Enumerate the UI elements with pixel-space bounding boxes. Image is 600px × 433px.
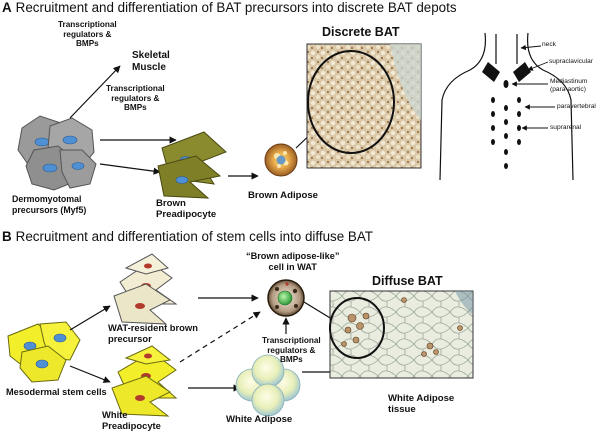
white-preadipocyte-cells (111, 345, 178, 417)
arrow-to-skeletal-muscle (69, 65, 121, 119)
bat-depot-marks (482, 62, 531, 169)
anatomy-supraclavicular-label: supraclavicular (549, 58, 593, 65)
brown-preadipocyte-cells (157, 131, 227, 199)
brown-like-label: “Brown adipose-like” cell in WAT (246, 251, 340, 272)
white-adipose-cells (235, 354, 301, 417)
discrete-bat-micrograph (306, 43, 422, 169)
transcriptional-top-label: Transcriptional regulators & BMPs (58, 20, 117, 48)
transcriptional-mid-label: Transcriptional regulators & BMPs (106, 84, 165, 112)
brown-like-cell (267, 279, 305, 317)
anatomy-suprarenal-label: suprarenal (550, 124, 582, 131)
anatomy-pointers (511, 44, 555, 131)
wat-resident-label: WAT-resident brown precursor (108, 322, 198, 344)
brown-adipose-label: Brown Adipose (248, 190, 318, 201)
wat-resident-precursor-cells (113, 253, 178, 325)
dermomyotomal-cells (17, 115, 97, 191)
panel-a-title: Recruitment and differentiation of BAT p… (15, 0, 457, 15)
white-adipose-label: White Adipose (226, 414, 293, 425)
brown-preadipocyte-label: Brown Preadipocyte (156, 198, 217, 220)
white-preadipocyte-label: White Preadipocyte (102, 409, 161, 431)
diffuse-bat-micrograph (329, 290, 474, 379)
anatomy-paravertebral-label: paravertebral (557, 103, 596, 110)
brown-adipose-cell (264, 143, 298, 177)
mesodermal-label: Mesodermal stem cells (6, 387, 107, 397)
body-anatomy (439, 32, 574, 181)
dashed-arrow-to-brown-like (179, 311, 261, 363)
panel-a-letter: A (2, 0, 12, 15)
panel-b-letter: B (2, 229, 12, 244)
anatomy-mediastinum-label: Mediastinum (para-aortic) (550, 78, 588, 93)
arrow-to-wat-resident (69, 305, 111, 331)
panel-b-title: Recruitment and differentiation of stem … (15, 229, 373, 244)
anatomy-neck-label: neck (542, 41, 556, 48)
mesodermal-stem-cells (7, 321, 81, 383)
arrow-to-brown-preadipocyte (99, 163, 161, 175)
diffuse-bat-label: Diffuse BAT (372, 274, 443, 288)
skeletal-muscle-label: Skeletal Muscle (132, 50, 170, 73)
dermomyotomal-label: Dermomyotomal precursors (Myf5) (12, 194, 87, 215)
white-adipose-tissue-label: White Adipose tissue (388, 393, 455, 415)
transcriptional-b-label: Transcriptional regulators & BMPs (262, 336, 321, 364)
arrow-to-white-preadipocyte (69, 365, 111, 383)
discrete-bat-label: Discrete BAT (322, 25, 400, 39)
